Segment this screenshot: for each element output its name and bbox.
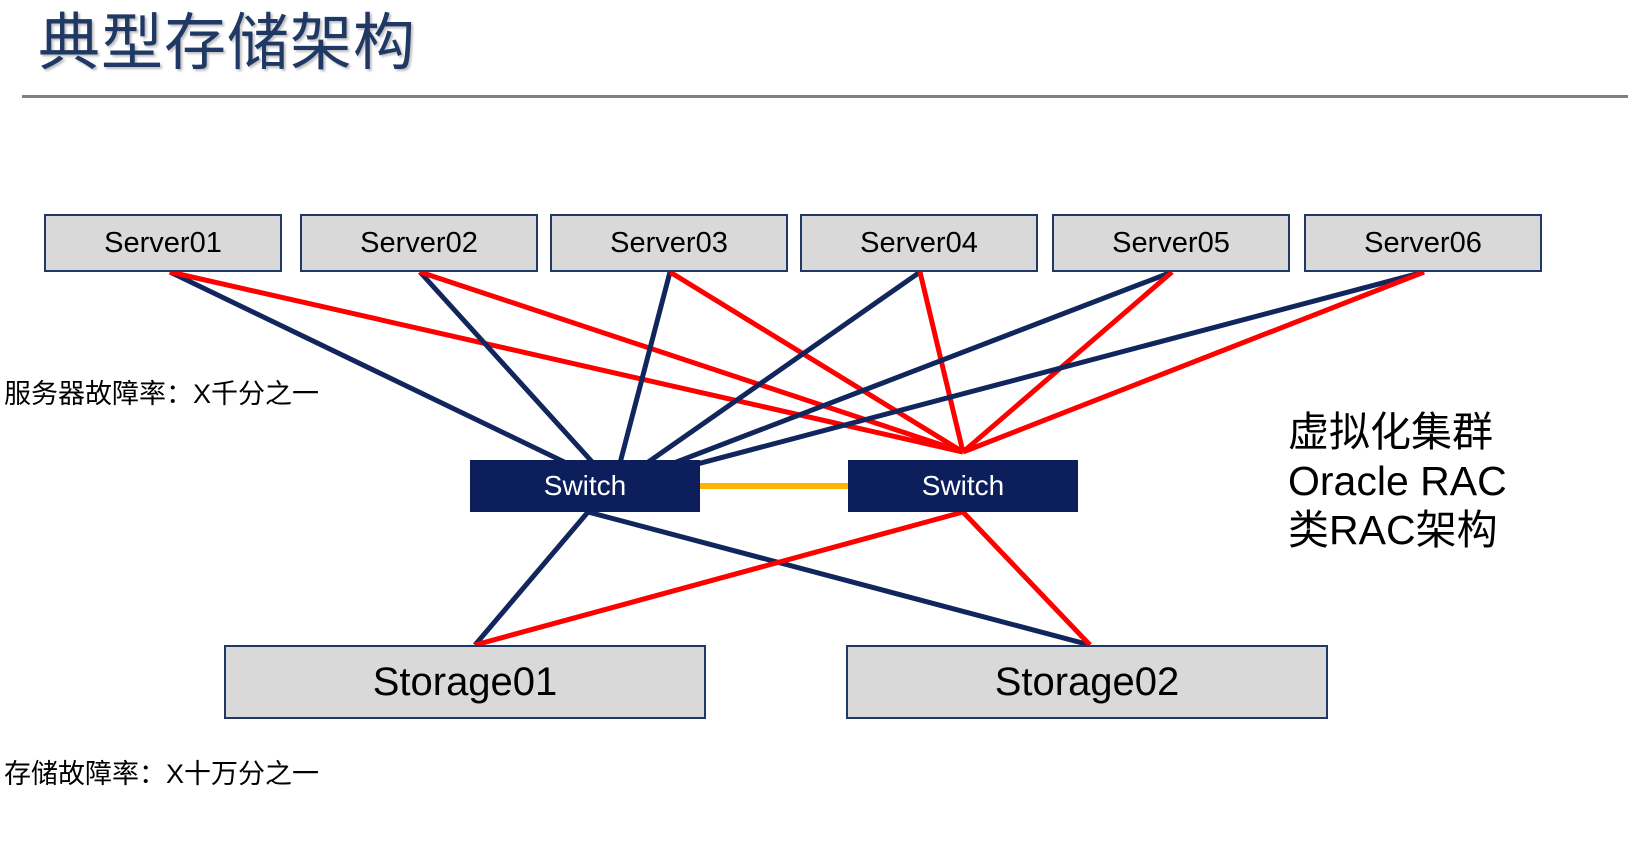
title-divider (22, 95, 1628, 98)
server-node-1-label: Server01 (104, 226, 222, 259)
link-server5-switch-left (613, 269, 1173, 489)
server-failure-rate-note: 服务器故障率：X千分之一 (4, 379, 320, 409)
link-server2-switch-right (419, 269, 964, 455)
server-node-4-label: Server04 (860, 226, 978, 259)
cluster-note: 虚拟化集群 Oracle RAC 类RAC架构 (1288, 408, 1507, 555)
link-server5-switch-right (961, 270, 1174, 454)
link-server3-switch-right (668, 269, 965, 455)
server-node-2[interactable]: Server02 (300, 214, 538, 272)
cluster-note-line-2: Oracle RAC (1288, 458, 1507, 504)
server-node-6-label: Server06 (1364, 226, 1482, 259)
server-node-4[interactable]: Server04 (800, 214, 1038, 272)
storage-node-2[interactable]: Storage02 (846, 645, 1328, 719)
server-node-5[interactable]: Server05 (1052, 214, 1290, 272)
server-node-2-label: Server02 (360, 226, 478, 259)
link-server2-switch-left (418, 270, 616, 488)
server-node-1[interactable]: Server01 (44, 214, 282, 272)
link-switch-right-storage02 (961, 510, 1092, 647)
storage-node-1[interactable]: Storage01 (224, 645, 706, 719)
link-switch-left-storage01 (473, 510, 590, 647)
cluster-note-line-1: 虚拟化集群 (1288, 409, 1493, 455)
link-server4-switch-left (612, 269, 922, 489)
link-switch-left-storage02 (587, 509, 1091, 648)
link-server1-switch-right (169, 269, 964, 455)
storage-node-2-label: Storage02 (994, 659, 1180, 704)
page-title: 典型存储架构 (38, 9, 417, 78)
storage-node-1-label: Storage01 (372, 659, 558, 704)
server-node-6[interactable]: Server06 (1304, 214, 1542, 272)
link-server3-switch-left (611, 271, 673, 487)
switch-node-1-label: Switch (543, 470, 627, 501)
server-node-3-label: Server03 (610, 226, 728, 259)
link-server6-switch-right (962, 269, 1425, 455)
switch-node-2-label: Switch (921, 470, 1005, 501)
link-server6-switch-left (613, 269, 1425, 489)
cluster-note-line-3: 类RAC架构 (1288, 507, 1498, 553)
storage-failure-rate-note: 存储故障率：X十万分之一 (4, 759, 320, 789)
link-server1-switch-left (168, 269, 616, 489)
switch-node-2[interactable]: Switch (848, 460, 1078, 512)
link-switch-right-storage01 (474, 509, 964, 648)
switch-node-1[interactable]: Switch (470, 460, 700, 512)
server-node-3[interactable]: Server03 (550, 214, 788, 272)
server-node-5-label: Server05 (1112, 226, 1230, 259)
